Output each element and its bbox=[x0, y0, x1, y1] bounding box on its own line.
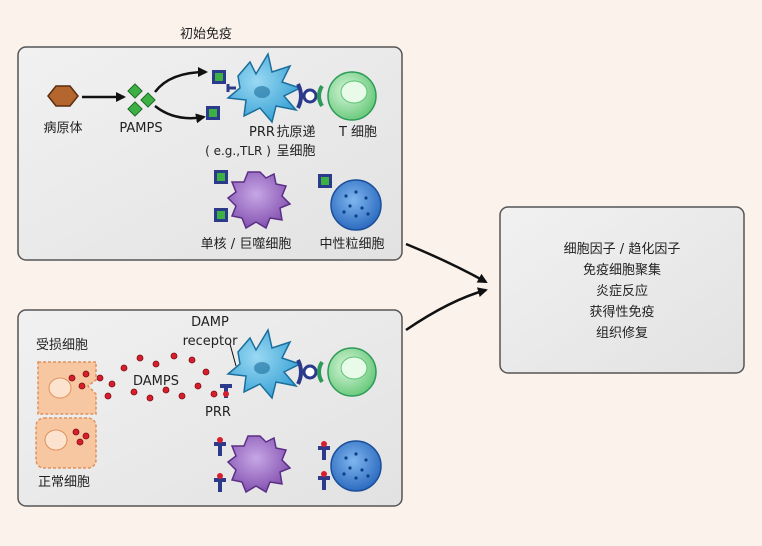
normal-cell-nucleus-icon bbox=[44, 429, 68, 451]
apc-receptor-icon bbox=[226, 84, 236, 92]
damp-receptor-pointer bbox=[229, 343, 237, 367]
damage-prr-receptor-icon bbox=[220, 384, 232, 398]
damp-receptor-label-line2: receptor bbox=[183, 334, 239, 349]
damp-receptor-label-line1: DAMP bbox=[191, 315, 229, 330]
damps-label: DAMPS bbox=[133, 374, 179, 389]
damps-icon bbox=[68, 352, 218, 446]
t-cell-label: T 细胞 bbox=[338, 125, 377, 140]
outcome-item: 细胞因子 / 趋化因子 bbox=[564, 242, 681, 257]
apc-label-line2: 呈细胞 bbox=[276, 144, 315, 159]
damage-synapse-icon bbox=[296, 359, 324, 385]
innate-to-outcome-arrow bbox=[405, 242, 488, 284]
prr-example: ( e.g.,TLR ) bbox=[205, 144, 271, 158]
damage-prr-label: PRR bbox=[205, 405, 231, 420]
prr-label: PRR bbox=[249, 125, 275, 140]
outcome-item: 获得性免疫 bbox=[589, 304, 654, 320]
damage-monocyte-receptors-icon bbox=[214, 437, 226, 492]
monocyte-cell-icon bbox=[226, 171, 292, 230]
pathogen-label: 病原体 bbox=[43, 121, 82, 136]
pamps-label: PAMPS bbox=[119, 121, 162, 136]
innate-panel-title: 初始免疫 bbox=[180, 26, 232, 42]
t-cell-nucleus-icon bbox=[340, 80, 368, 104]
apc-label-line1: 抗原递 bbox=[276, 125, 315, 140]
damage-apc-nucleus-icon bbox=[254, 362, 270, 374]
synapse-icon bbox=[296, 83, 324, 109]
neutrophil-cell-icon bbox=[330, 179, 382, 231]
damage-neutrophil-granules-icon bbox=[342, 452, 370, 480]
outcome-box bbox=[499, 206, 745, 374]
pamps-icon bbox=[127, 83, 156, 117]
damage-t-cell-nucleus-icon bbox=[340, 356, 368, 380]
monocyte-label: 单核 / 巨噬细胞 bbox=[201, 237, 292, 252]
damaged-cell-label: 受损细胞 bbox=[36, 338, 88, 353]
damage-panel bbox=[17, 309, 403, 507]
normal-cell-label: 正常细胞 bbox=[38, 475, 90, 490]
neutrophil-granules-icon bbox=[342, 190, 370, 218]
damage-monocyte-cell-icon bbox=[226, 435, 292, 494]
neutrophil-label: 中性粒细胞 bbox=[319, 237, 384, 252]
pathogen-icon bbox=[47, 85, 79, 107]
outcome-item: 组织修复 bbox=[596, 326, 648, 341]
prr-receptor-icon bbox=[206, 70, 226, 120]
damaged-cell-nucleus-icon bbox=[48, 377, 72, 399]
damage-neutrophil-receptor-icon bbox=[318, 441, 330, 490]
pamps-arrow-lower bbox=[154, 105, 206, 124]
pamps-arrow-upper bbox=[154, 67, 208, 93]
outcome-item: 炎症反应 bbox=[596, 283, 648, 299]
outcome-item: 免疫细胞聚集 bbox=[583, 262, 661, 278]
neutrophil-receptor-icon bbox=[318, 174, 332, 188]
monocyte-receptors-icon bbox=[214, 170, 228, 222]
damage-neutrophil-cell-icon bbox=[330, 440, 382, 492]
apc-nucleus-icon bbox=[254, 86, 270, 98]
damage-to-outcome-arrow bbox=[405, 287, 488, 332]
